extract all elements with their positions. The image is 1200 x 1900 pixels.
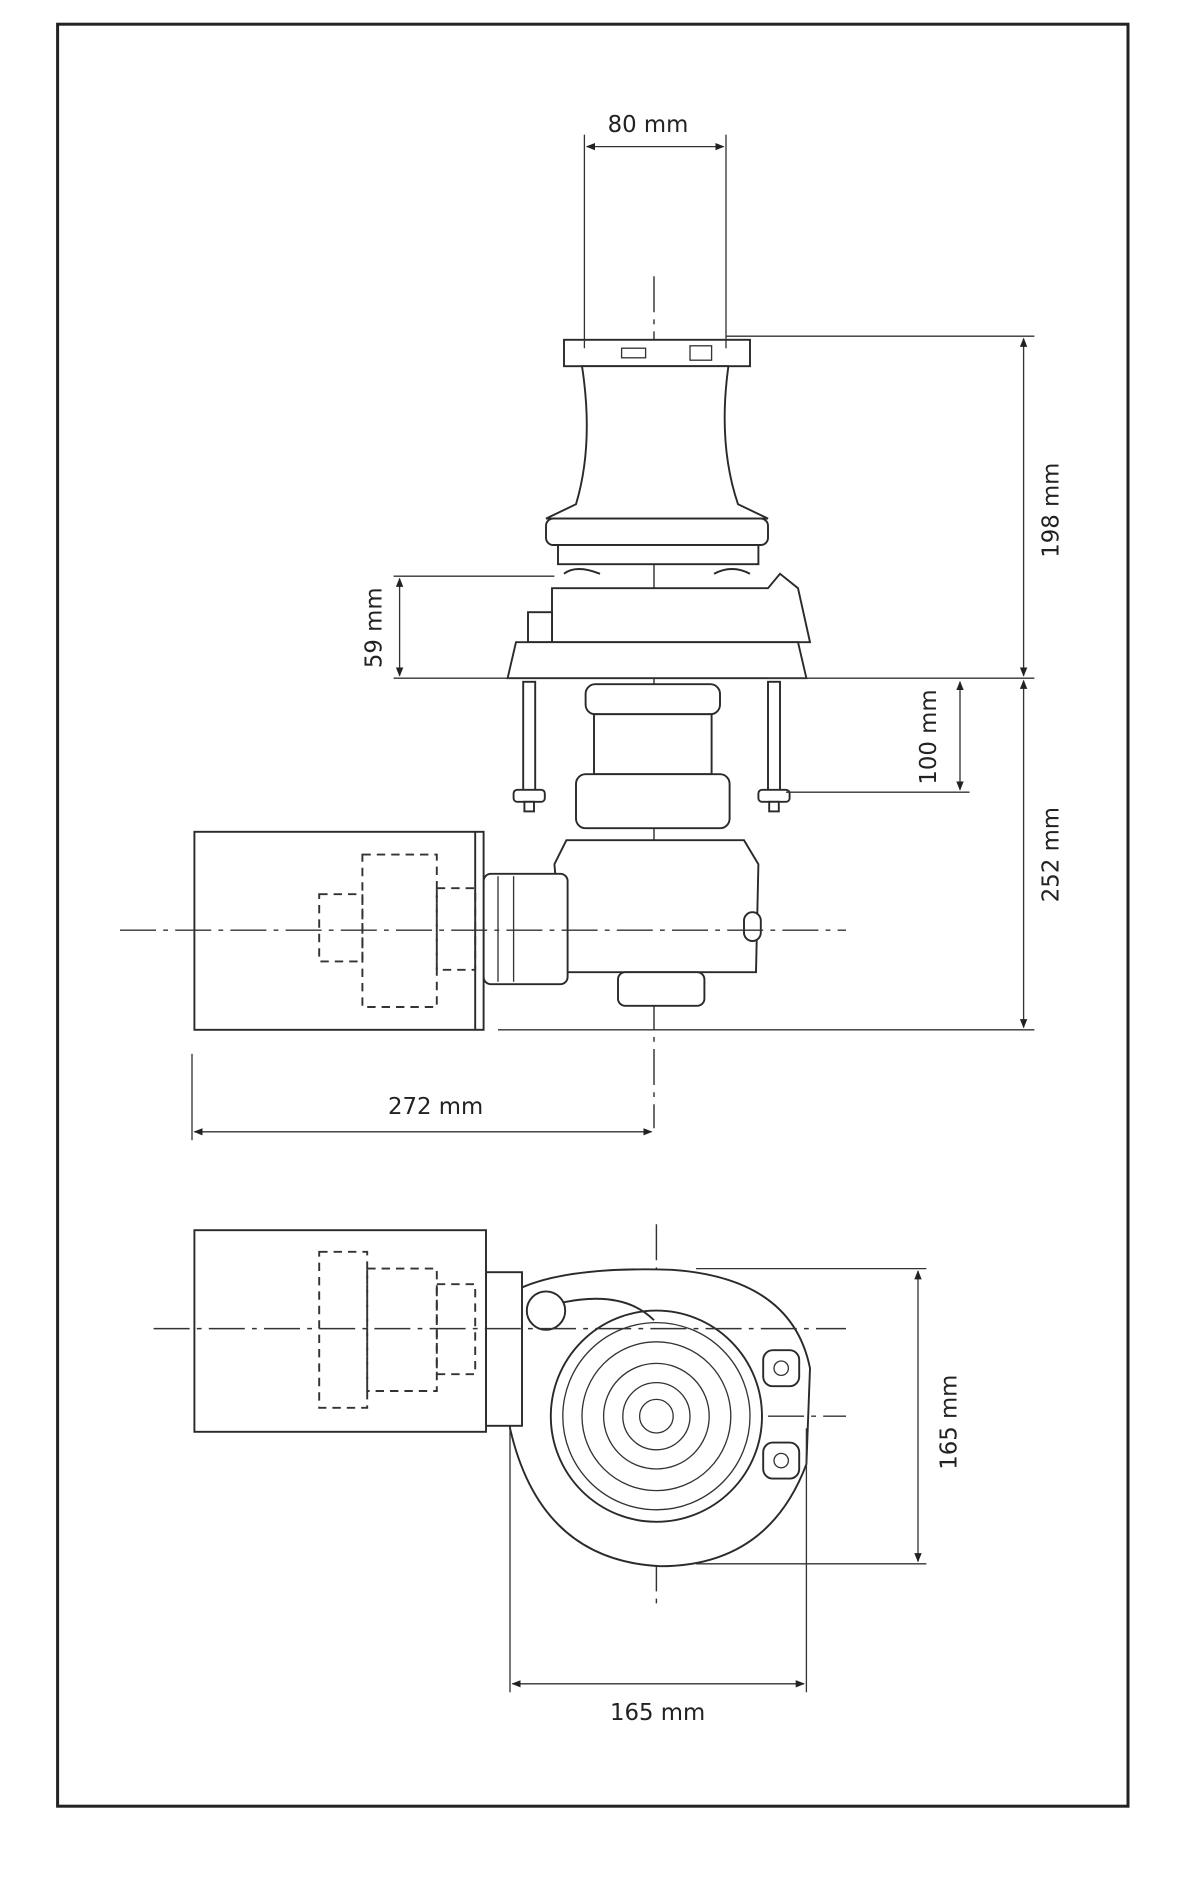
- dimension-198mm: 198 mm: [726, 335, 1064, 679]
- side-view: [120, 276, 846, 1129]
- label-165mm-depth: 165 mm: [936, 1375, 962, 1470]
- dimension-165mm-width: 165 mm: [509, 1428, 808, 1726]
- dimension-80mm: 80 mm: [583, 112, 727, 349]
- dimension-165mm-depth: 165 mm: [696, 1267, 962, 1565]
- label-80mm: 80 mm: [608, 112, 689, 138]
- top-view: [153, 1224, 846, 1609]
- dimension-59mm: 59 mm: [362, 575, 555, 679]
- drawing-frame: [56, 22, 1130, 1808]
- label-165mm-width: 165 mm: [610, 1700, 705, 1726]
- dimension-272mm: 272 mm: [191, 1053, 653, 1141]
- dimension-252mm: 252 mm: [498, 679, 1064, 1031]
- label-59mm: 59 mm: [362, 587, 388, 668]
- label-272mm: 272 mm: [388, 1094, 483, 1120]
- label-252mm: 252 mm: [1038, 807, 1064, 902]
- dimension-100mm: 100 mm: [786, 680, 970, 793]
- label-198mm: 198 mm: [1038, 463, 1064, 558]
- label-100mm: 100 mm: [916, 689, 942, 784]
